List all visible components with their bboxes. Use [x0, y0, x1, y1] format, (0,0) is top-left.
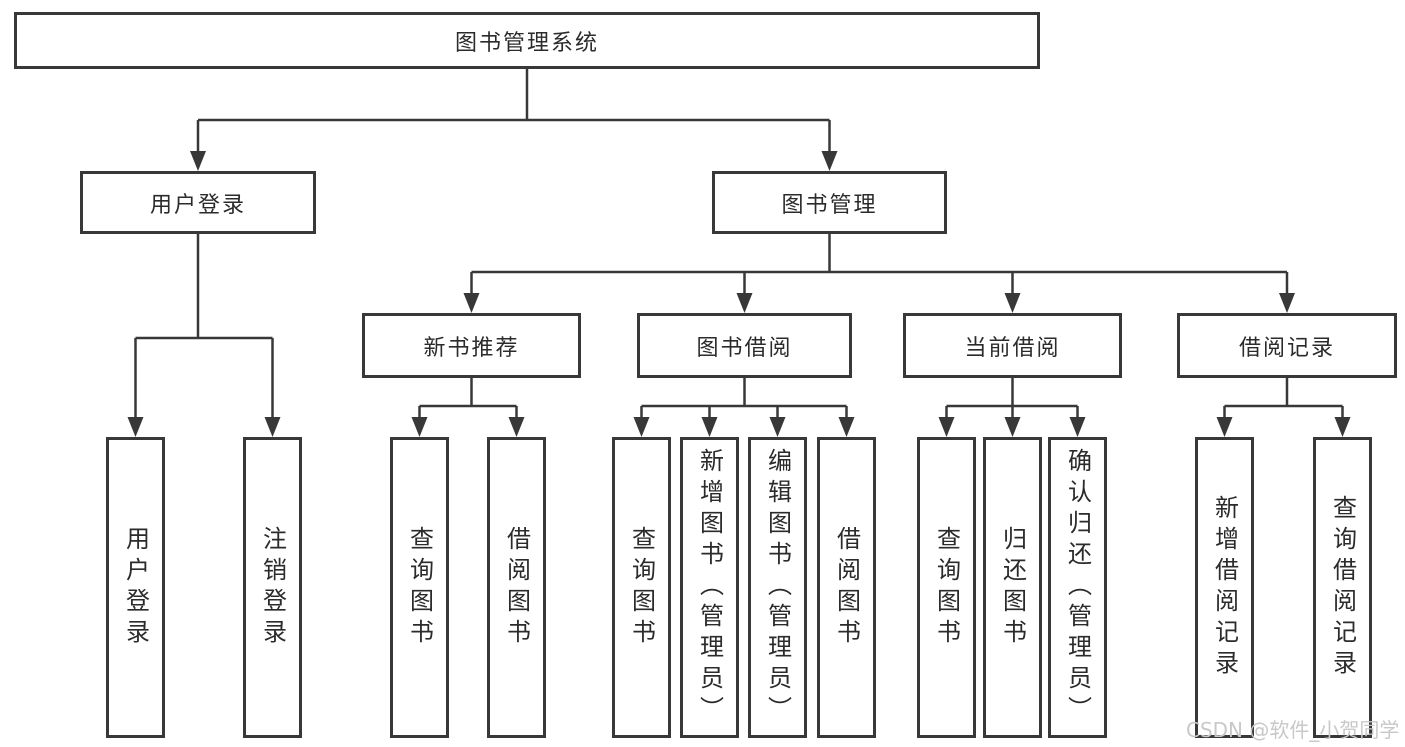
watermark: CSDN @软件_小贺同学	[1186, 718, 1400, 742]
leaf-return-books-label: 归还图书	[998, 525, 1027, 650]
leaf-add-books-admin: 新增图书（管理员）	[680, 437, 739, 738]
arrow-down-icon	[190, 151, 206, 171]
arrow-down-icon	[127, 417, 144, 437]
arrow-down-icon	[1334, 417, 1351, 437]
arrow-down-icon	[938, 417, 955, 437]
leaf-borrow-books-label: 借阅图书	[832, 525, 861, 650]
edge-book-mgmt-children	[470, 233, 1289, 296]
arrow-down-icon	[1004, 417, 1021, 437]
leaf-user-login-label: 用户登录	[121, 525, 150, 650]
edge-root-to-level2	[196, 69, 831, 155]
edge-user-login-children	[134, 234, 274, 420]
node-user-login-label: 用户登录	[149, 192, 246, 218]
arrow-down-icon	[1279, 293, 1295, 313]
leaf-query-books-borrowing-label: 查询图书	[627, 525, 656, 650]
edge-new-book-children	[418, 378, 518, 420]
node-borrow-records: 借阅记录	[1177, 313, 1397, 378]
arrow-down-icon	[463, 293, 480, 313]
node-book-borrowing: 图书借阅	[637, 313, 852, 378]
edge-borrow-record-children	[1223, 378, 1344, 420]
leaf-query-borrow-record-label: 查询借阅记录	[1328, 494, 1357, 681]
leaf-query-books-recommend-label: 查询图书	[405, 525, 434, 650]
node-borrow-records-label: 借阅记录	[1238, 335, 1335, 361]
leaf-query-books-recommend: 查询图书	[390, 437, 449, 738]
arrow-down-icon	[1004, 293, 1021, 313]
arrow-down-icon	[633, 417, 650, 437]
edge-book-borrow-children	[640, 378, 848, 420]
leaf-borrow-books-recommend-label: 借阅图书	[502, 525, 531, 650]
leaf-query-books-current: 查询图书	[917, 437, 976, 738]
arrow-down-icon	[838, 417, 855, 437]
node-root-system-label: 图书管理系统	[454, 30, 599, 56]
arrow-down-icon	[701, 417, 718, 437]
leaf-add-books-admin-label: 新增图书（管理员）	[695, 448, 724, 727]
leaf-query-borrow-record: 查询借阅记录	[1313, 437, 1372, 738]
leaf-add-borrow-record: 新增借阅记录	[1195, 437, 1254, 738]
leaf-confirm-return-admin: 确认归还（管理员）	[1048, 437, 1107, 738]
arrow-down-icon	[1069, 417, 1086, 437]
leaf-confirm-return-admin-label: 确认归还（管理员）	[1063, 448, 1092, 727]
leaf-logout-label: 注销登录	[258, 525, 287, 650]
node-new-book-recommend-label: 新书推荐	[423, 335, 520, 361]
leaf-query-books-current-label: 查询图书	[932, 525, 961, 650]
arrow-down-icon	[769, 417, 786, 437]
leaf-query-books-borrowing: 查询图书	[612, 437, 671, 738]
node-current-borrowing-label: 当前借阅	[964, 335, 1061, 361]
leaf-edit-books-admin-label: 编辑图书（管理员）	[763, 448, 792, 727]
leaf-borrow-books-recommend: 借阅图书	[487, 437, 546, 738]
leaf-add-borrow-record-label: 新增借阅记录	[1210, 494, 1239, 681]
leaf-logout: 注销登录	[243, 437, 302, 738]
node-user-login: 用户登录	[80, 171, 316, 234]
node-new-book-recommend: 新书推荐	[362, 313, 581, 378]
leaf-user-login: 用户登录	[106, 437, 165, 738]
node-current-borrowing: 当前借阅	[903, 313, 1122, 378]
node-book-management-label: 图书管理	[781, 192, 878, 218]
arrow-down-icon	[736, 293, 753, 313]
arrow-down-icon	[264, 417, 281, 437]
arrow-down-icon	[1216, 417, 1233, 437]
node-book-management: 图书管理	[712, 171, 947, 234]
node-book-borrowing-label: 图书借阅	[696, 335, 793, 361]
arrow-down-icon	[508, 417, 525, 437]
edge-current-borrow-children	[945, 378, 1079, 420]
arrow-down-icon	[411, 417, 428, 437]
arrow-down-icon	[821, 151, 838, 171]
leaf-edit-books-admin: 编辑图书（管理员）	[748, 437, 807, 738]
leaf-return-books: 归还图书	[983, 437, 1042, 738]
node-root-system: 图书管理系统	[14, 12, 1040, 69]
leaf-borrow-books: 借阅图书	[817, 437, 876, 738]
